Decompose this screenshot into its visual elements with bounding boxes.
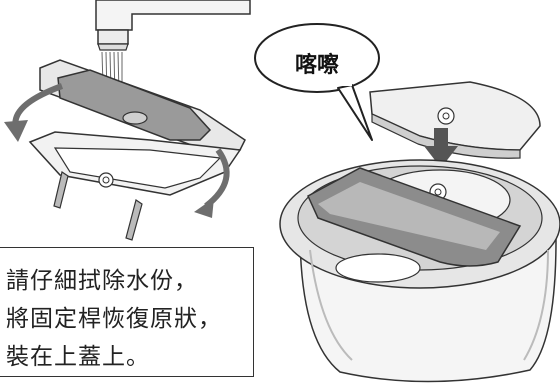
rice-cooker bbox=[279, 159, 560, 383]
instruction-box: 請仔細拭除水份， 將固定桿恢復原狀， 裝在上蓋上。 bbox=[0, 247, 254, 377]
instruction-line-2: 將固定桿恢復原狀， bbox=[6, 306, 222, 332]
rotate-arrow-left-icon bbox=[4, 83, 64, 142]
instruction-line-1: 請仔細拭除水份， bbox=[6, 268, 198, 294]
inner-lid-top-panel bbox=[39, 59, 246, 151]
inner-lid-bottom-panel bbox=[28, 131, 242, 241]
rotate-arrow-right-icon bbox=[194, 148, 230, 218]
faucet bbox=[95, 0, 251, 51]
insert-arrow-down-icon bbox=[424, 128, 458, 168]
click-sound-label: 喀嚓 bbox=[294, 53, 339, 78]
instruction-line-3: 裝在上蓋上。 bbox=[6, 344, 150, 370]
speech-bubble bbox=[254, 23, 380, 141]
